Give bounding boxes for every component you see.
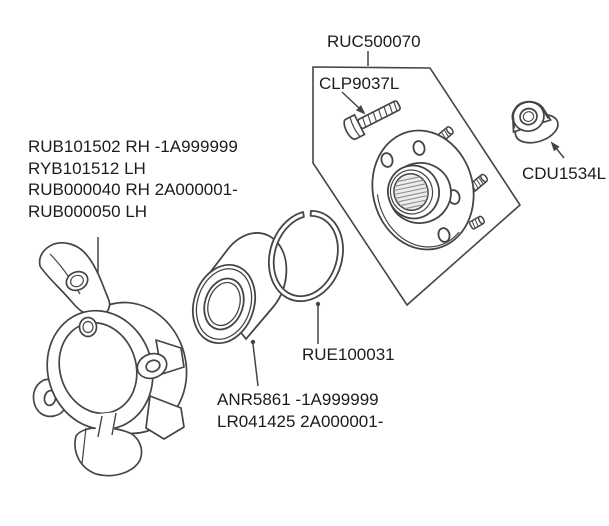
arrowhead-icon — [355, 104, 366, 115]
knuckle-arm-eye-hole — [65, 270, 89, 292]
flange-nut-drawing — [511, 100, 559, 144]
part-label-knuckle-line-1: RUB101502 RH -1A999999 — [28, 137, 238, 156]
knuckle-face-hole — [78, 316, 98, 338]
part-label-bearing: ANR5861 -1A999999 LR041425 2A000001- — [217, 389, 383, 433]
wheel-bearing-drawing — [192, 232, 288, 345]
snap-ring-drawing — [268, 209, 344, 303]
part-label-snap-ring: RUE100031 — [302, 345, 395, 364]
hub-bolt-drawing — [343, 100, 401, 141]
spline-hatching — [393, 176, 429, 210]
hub-flange-drawing — [371, 129, 475, 251]
part-label-hub-bolt: CLP9037L — [319, 74, 400, 93]
steering-knuckle-drawing — [32, 242, 188, 477]
leader-hub-bolt — [341, 91, 366, 115]
part-label-hub-flange: RUC500070 — [327, 32, 421, 51]
arrowhead-icon — [550, 141, 560, 152]
leader-bearing — [250, 339, 259, 387]
wheel-stud — [468, 215, 485, 230]
flange-hole — [437, 227, 451, 243]
part-label-stake-nut: CDU1534L — [522, 164, 607, 183]
part-label-knuckle-line-3: RUB000040 RH 2A000001- — [28, 180, 238, 199]
knuckle-right-plate-lower — [145, 395, 185, 440]
flange-hole — [380, 152, 394, 168]
part-label-knuckle-line-2: RYB101512 LH — [28, 158, 146, 178]
flange-hole — [412, 140, 426, 156]
part-label-bearing-line-2: LR041425 2A000001- — [217, 412, 384, 431]
part-label-knuckle-line-4: RUB000050 LH — [28, 201, 148, 221]
part-label-knuckle: RUB101502 RH -1A999999 RYB101512 LH RUB0… — [28, 136, 238, 222]
leader-stake-nut — [550, 141, 565, 159]
part-label-bearing-line-1: ANR5861 -1A999999 — [217, 390, 379, 409]
hub-assembly-boundary — [312, 66, 522, 307]
leader-snap-ring — [315, 301, 321, 344]
